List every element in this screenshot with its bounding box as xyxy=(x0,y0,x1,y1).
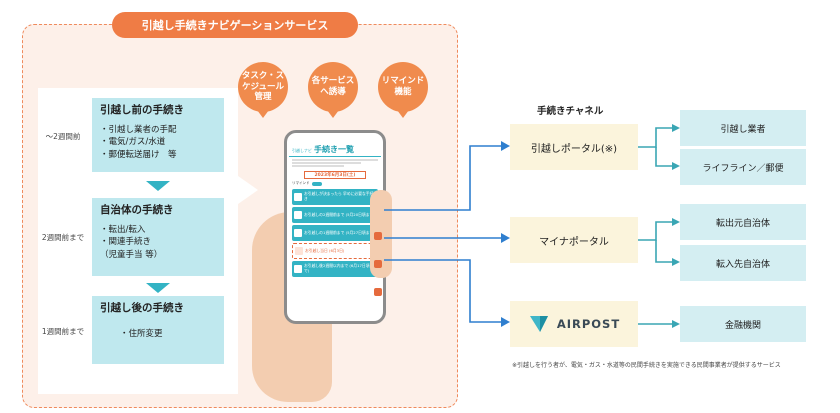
alert-icon xyxy=(295,247,303,255)
target-moving-company: 引越し業者 xyxy=(680,110,806,146)
airpost-logo-icon xyxy=(529,316,548,332)
step-item: ・関連手続き xyxy=(100,237,152,248)
step-item: ・電気/ガス/水道 xyxy=(100,137,166,148)
arrow-to-moving-portal xyxy=(384,145,503,211)
step-before-move: 引越し前の手続き ・引越し業者の手配 ・電気/ガス/水道 ・郵便転送届け 等 xyxy=(92,98,224,172)
arrow-to-airpost xyxy=(384,259,503,323)
app-brand: 引越しナビ xyxy=(292,148,312,153)
bubble-task-schedule: タスク・スケジュール管理 xyxy=(238,62,288,118)
channel-heading: 手続きチャネル xyxy=(537,106,604,117)
step-item: ・引越し業者の手配 xyxy=(100,124,177,135)
app-task-row-moving-day[interactable]: お引越し当日 (6月3日) xyxy=(292,243,378,259)
step-title: 自治体の手続き xyxy=(100,204,174,216)
checkbox-icon xyxy=(294,211,302,219)
channel-airpost: AIRPOST xyxy=(510,301,638,347)
step-time-2: 2週間前まで xyxy=(41,233,85,242)
channel-moving-portal: 引越しポータル(※) xyxy=(510,124,638,170)
channel-myna-portal: マイナポータル xyxy=(510,217,638,263)
app-task-row[interactable]: お引越しの1週間前まで (5月27日頃まで) xyxy=(292,225,378,241)
app-task-row[interactable]: お引越し後2週間以内まで (6月17日頃まで) xyxy=(292,261,378,277)
app-heading: 手続き一覧 xyxy=(314,145,354,154)
step-municipal: 自治体の手続き ・転出/転入 ・関連手続き （児童手当 等） xyxy=(92,198,224,276)
step-item: ・郵便転送届け 等 xyxy=(100,150,177,161)
bubble-reminder: リマインド機能 xyxy=(378,62,428,118)
app-reminder-label: リマインド xyxy=(292,181,310,185)
step-title: 引越し後の手続き xyxy=(100,302,184,314)
link-badge xyxy=(374,260,382,268)
app-task-row[interactable]: お引越しが決まったら 早めに必要な手続き xyxy=(292,189,378,205)
checkbox-icon xyxy=(294,229,302,237)
app-task-row[interactable]: お引越しの2週間前まで (5月20日頃まで) xyxy=(292,207,378,223)
step-item: ・転出/転入 xyxy=(100,224,146,235)
target-lifeline-post: ライフライン／郵便 xyxy=(680,149,806,185)
target-destination-municipality: 転入先自治体 xyxy=(680,245,806,281)
step-time-3: 1週間前まで xyxy=(41,327,85,336)
down-arrow xyxy=(146,283,170,293)
step-item: （児童手当 等） xyxy=(100,250,163,261)
smartphone: 引越しナビ 手続き一覧 2023年6月3日(土) リマインド お引越しが決まった… xyxy=(284,130,386,324)
link-badge xyxy=(374,232,382,240)
down-arrow xyxy=(146,181,170,191)
service-title: 引越し手続きナビゲーションサービス xyxy=(112,12,358,38)
airpost-wordmark: AIRPOST xyxy=(556,317,621,331)
step-item: ・住所変更 xyxy=(120,328,163,339)
reminder-toggle[interactable] xyxy=(311,181,322,186)
checkbox-icon xyxy=(294,265,302,273)
step-title: 引越し前の手続き xyxy=(100,104,184,116)
bubble-service-guide: 各サービスへ誘導 xyxy=(308,62,358,118)
step-time-1: 〜2週間前 xyxy=(45,132,81,141)
app-screen: 引越しナビ 手続き一覧 2023年6月3日(土) リマインド お引越しが決まった… xyxy=(289,143,381,317)
checkbox-icon xyxy=(294,193,302,201)
target-origin-municipality: 転出元自治体 xyxy=(680,204,806,240)
target-financial-institution: 金融機関 xyxy=(680,306,806,342)
step-after-move: 引越し後の手続き ・住所変更 xyxy=(92,296,224,364)
footnote: ※引越しを行う者が、電気・ガス・水道等の民間手続きを実施できる民間事業者が提供す… xyxy=(512,362,781,369)
link-badge xyxy=(374,288,382,296)
app-note-lines xyxy=(289,157,381,169)
app-date: 2023年6月3日(土) xyxy=(304,171,366,179)
